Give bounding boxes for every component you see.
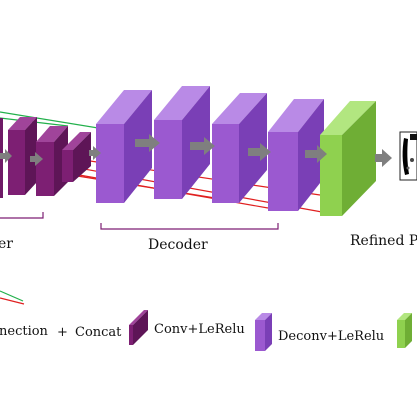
output-block [320, 101, 376, 216]
legend-output-swatch [397, 313, 412, 348]
legend-plus-sign: + [57, 325, 68, 340]
legend-connection-label: nection [0, 324, 49, 339]
legend: nection + Concat Conv+LeRelu Deconv+LeRe… [0, 290, 412, 351]
output-label: Refined P [350, 233, 417, 249]
decoder-block-2 [154, 86, 210, 199]
arrow-icon [305, 145, 327, 163]
decoder-label: Decoder [148, 237, 208, 253]
legend-conv-swatch [129, 310, 148, 345]
arrow-icon [30, 152, 43, 166]
arrow-icon [375, 149, 392, 167]
refined-output-image [399, 131, 417, 181]
legend-deconv-swatch [255, 313, 272, 351]
encoder-label: er [0, 236, 13, 252]
arrow-icon [0, 149, 12, 163]
legend-concat-label: Concat [75, 325, 122, 340]
arrow-icon [89, 146, 101, 160]
encoder-block-4 [62, 132, 91, 182]
arrow-icon [135, 134, 160, 152]
decoder-bracket [100, 223, 279, 230]
arrow-icon [190, 137, 215, 155]
legend-conv-label: Conv+LeRelu [154, 322, 245, 337]
arrow-icon [248, 143, 271, 161]
legend-skip-lines [0, 290, 25, 305]
flow-arrows [0, 134, 392, 167]
legend-deconv-label: Deconv+LeRelu [278, 329, 384, 344]
encoder-bracket [0, 212, 44, 219]
skip-line-green-1 [0, 111, 99, 129]
